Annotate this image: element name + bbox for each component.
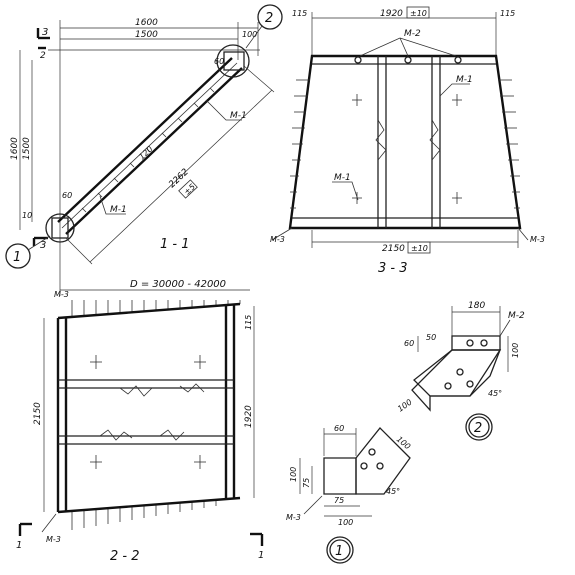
tag-m3-bottom: М-3: [46, 535, 61, 544]
dim-100-top: 100: [242, 30, 257, 39]
detail1-dim-100-bottom: 100: [338, 518, 353, 527]
detail1-dim-60: 60: [334, 424, 344, 433]
callout-2: 2: [265, 11, 273, 26]
tag-m2: М-2: [404, 29, 421, 39]
dim-1920-tol: ±10: [410, 9, 427, 18]
section-1-left: 1: [16, 540, 22, 551]
detail1-tag-m3: М-3: [286, 513, 301, 522]
span-dimension: D = 30000 - 42000: [59, 279, 250, 296]
dim-1500-left: 1500: [22, 137, 32, 160]
detail1-dim-75-left: 75: [302, 478, 311, 488]
detail2-dim-50: 50: [426, 333, 436, 342]
section-1-right: 1: [258, 550, 264, 561]
detail2-circle-outer: [465, 413, 493, 441]
callout-1-circle: [5, 243, 31, 269]
tag-m1-right: М-1: [456, 75, 473, 85]
detail1-label: 1: [335, 544, 343, 559]
dim-60-top: 60: [214, 57, 224, 66]
dim-1600-top: 1600: [135, 18, 158, 28]
dim-1920: 1920: [380, 9, 403, 19]
detail-2: 180 М-2 60 50 100 100 45° 2: [396, 301, 525, 441]
detail1-circle-outer: [326, 536, 354, 564]
dim-115-right: 115: [500, 9, 515, 18]
tag-m1-lower: М-1: [110, 205, 127, 215]
detail-1: 60 100 100 75 75 100 45° М-3 1: [286, 424, 412, 564]
detail1-dim-75-bottom: 75: [334, 496, 344, 505]
detail2-dim-100-right: 100: [511, 343, 520, 358]
tag-m1-upper: М-1: [230, 111, 247, 121]
view-3-3: 115 115 1920 ±10: [270, 6, 545, 276]
callout-2-circle: [257, 4, 283, 30]
section-3-bottom: 3: [40, 240, 46, 251]
dim-115-left: 115: [292, 9, 307, 18]
span-label: D = 30000 - 42000: [130, 279, 226, 290]
section-3-top: 3: [42, 27, 48, 38]
tag-m1-left: М-1: [334, 173, 351, 183]
dim-2150-tol: ±10: [411, 244, 428, 253]
title-1-1: 1 - 1: [160, 237, 190, 252]
dim-115-right: 115: [244, 315, 253, 330]
detail2-tag-m2: М-2: [508, 311, 525, 321]
tag-m3-left: М-3: [270, 235, 285, 244]
view-2-2: М-3: [16, 290, 264, 564]
detail1-angle: 45°: [386, 487, 400, 496]
detail2-circle-inner: [468, 416, 490, 438]
detail2-label: 2: [474, 421, 482, 436]
dim-10: 10: [22, 211, 32, 220]
dim-60-bottom: 60: [62, 191, 72, 200]
detail2-dim-100-bottom: 100: [396, 398, 414, 414]
view-1-1: 1600 1500 100 3 2 1600 1500 10: [5, 4, 283, 280]
dim-2150: 2150: [382, 244, 405, 254]
dim-120: 120: [137, 144, 154, 161]
detail1-dim-100-left: 100: [289, 467, 298, 482]
dim-1600-left: 1600: [10, 137, 20, 160]
detail2-angle: 45°: [488, 389, 502, 398]
tag-m3-right: М-3: [530, 235, 545, 244]
detail1-circle-inner: [329, 539, 351, 561]
dim-1500-top: 1500: [135, 30, 158, 40]
dim-1920-right: 1920: [244, 405, 254, 428]
detail2-dim-180: 180: [468, 301, 485, 311]
callout-1: 1: [13, 250, 21, 265]
dim-2150-left: 2150: [33, 402, 43, 425]
detail2-dim-60: 60: [404, 339, 414, 348]
title-3-3: 3 - 3: [378, 261, 408, 276]
tag-m3-top: М-3: [54, 290, 69, 299]
section-2-top: 2: [40, 51, 46, 61]
title-2-2: 2 - 2: [110, 549, 140, 564]
detail1-dim-100-top: 100: [395, 435, 412, 452]
